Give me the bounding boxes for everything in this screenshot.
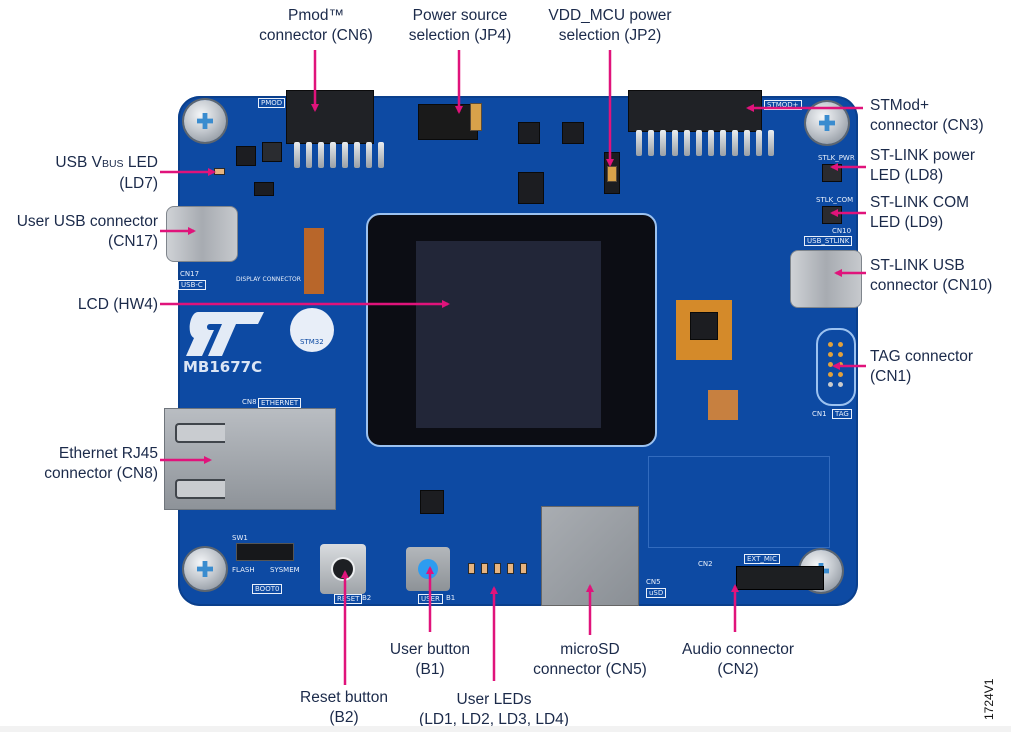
silk-b2: B2 (362, 594, 372, 602)
user-led-ld2 (481, 563, 488, 574)
mounting-screw (184, 548, 226, 590)
boot0-switch (236, 543, 294, 561)
user-usb-c-connector (166, 206, 238, 262)
silk-cn1: CN1 (812, 410, 827, 418)
ld8-led (822, 164, 842, 182)
callout-cn1: TAG connector(CN1) (870, 348, 974, 385)
silk-stm32: STM32 (300, 338, 324, 346)
callout-b2: Reset button(B2) (300, 689, 388, 726)
tag-connector (816, 328, 856, 406)
ic-chip (420, 490, 444, 514)
ld9-led (822, 206, 842, 224)
silk-display-connector: DISPLAY CONNECTOR (236, 276, 301, 283)
silk-sysmem: SYSMEM (270, 566, 300, 574)
silk-reset: RESET (334, 594, 363, 604)
silk-b1: B1 (446, 594, 456, 602)
user-led (520, 563, 527, 574)
ld7-led (214, 168, 225, 175)
footer-strip (0, 726, 1011, 732)
pcb-outline (648, 456, 830, 548)
silk-user: USER (418, 594, 443, 604)
stm32-logo (290, 308, 334, 352)
board-model-label: MB1677C (183, 358, 263, 376)
callout-b1: User button(B1) (389, 641, 471, 678)
user-led-ld4 (507, 563, 514, 574)
display-connector (304, 228, 324, 294)
silk-sw1: SW1 (232, 534, 248, 542)
silk-cn10: CN10 (832, 227, 852, 235)
silk-flash: FLASH (232, 566, 255, 574)
ethernet-rj45-connector (164, 408, 336, 510)
user-button (406, 547, 450, 591)
stmod-pins (636, 130, 774, 156)
callout-hw4: LCD (HW4) (77, 296, 158, 313)
jp2-jumper-cap (607, 166, 617, 182)
silk-usd: uSD (646, 588, 667, 598)
stlink-usb-c-connector (790, 250, 862, 308)
silk-pmod: PMOD (258, 98, 286, 108)
ic-chip (562, 122, 584, 144)
ic-chip (518, 122, 540, 144)
user-led-ld3 (494, 563, 501, 574)
lcd-screen (416, 241, 601, 428)
mounting-screw (806, 102, 848, 144)
regulator-chip (518, 172, 544, 204)
silk-stmod: STMOD+ (764, 100, 802, 110)
stmod-connector (628, 90, 762, 132)
silk-stlk-pwr: STLK_PWR (818, 154, 855, 162)
jp4-jumper-block (418, 104, 478, 140)
pmod-connector (286, 90, 374, 144)
reset-button (320, 544, 366, 594)
pmod-pins (294, 142, 384, 168)
silk-stlk-com: STLK_COM (816, 196, 854, 204)
callout-cn17: User USB connector(CN17) (16, 213, 158, 250)
diode (254, 182, 274, 196)
silk-usb-c: USB-C (178, 280, 206, 290)
silk-boot0: BOOT0 (252, 584, 283, 594)
callout-ld7: USB VBUS LED (LD7) (55, 154, 158, 192)
silk-usb-stlink: USB_STLINK (804, 236, 853, 246)
st-logo (186, 312, 264, 356)
ic-chip (236, 146, 256, 166)
callout-leds: User LEDs(LD1, LD2, LD3, LD4) (419, 691, 569, 728)
touch-controller (690, 312, 718, 340)
silk-cn5: CN5 (646, 578, 661, 586)
touch-panel-connector (708, 390, 738, 420)
callout-cn3: STMod+connector (CN3) (870, 97, 984, 134)
microsd-connector (541, 506, 639, 606)
silk-cn2: CN2 (698, 560, 713, 568)
audio-connector (736, 566, 824, 590)
user-led-ld1 (468, 563, 475, 574)
silk-ethernet: ETHERNET (258, 398, 302, 408)
silk-cn8: CN8 (242, 398, 257, 406)
inductor (262, 142, 282, 162)
silk-ext-mic: EXT_MIC (744, 554, 780, 564)
silk-cn17: CN17 (180, 270, 200, 278)
mounting-screw (184, 100, 226, 142)
figure-id: 1724V1 (982, 678, 996, 720)
silk-tag: TAG (832, 409, 852, 419)
jp4-jumper-cap (470, 103, 482, 131)
callout-cn2: Audio connector(CN2) (681, 641, 795, 678)
